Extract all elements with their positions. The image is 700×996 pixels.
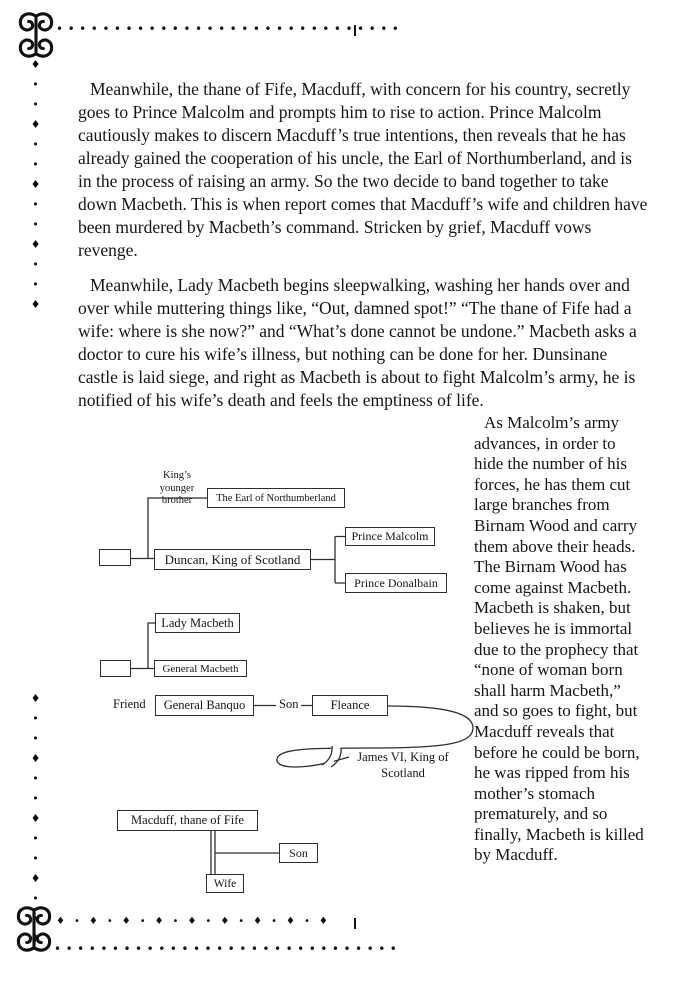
paragraph-birnam-wood: As Malcolm’s army advances, in order to … [474,413,644,865]
tree-box-wife: Wife [206,874,244,893]
tree-box-earl-of-northumberland: The Earl of Northumberland [207,488,345,508]
tree-box-ancestor-empty-2 [100,660,131,677]
bottom-dotted-border: •••••••••••••••••••••••••••••• [54,942,402,956]
corner-ornament-top-icon [18,12,54,58]
tree-box-general-banquo: General Banquo [155,695,254,716]
left-dotted-border-top: ♦••♦••♦••♦••♦ [29,58,42,318]
label-friend: Friend [113,697,146,711]
tree-box-son: Son [279,843,318,863]
tree-box-macduff: Macduff, thane of Fife [117,810,258,831]
tree-box-ancestor-empty-1 [99,549,131,566]
corner-ornament-bottom-icon [16,906,52,952]
top-dotted-border: •••••••••••••••••••••••••••••• [56,22,404,36]
tree-box-lady-macbeth: Lady Macbeth [155,613,240,633]
bottom-border-end-tick [354,918,356,929]
left-dotted-border-bottom: ♦••♦••♦••♦••♦ [29,692,42,952]
paragraph-lady-macbeth-sleepwalking: Meanwhile, Lady Macbeth begins sleepwalk… [78,274,637,410]
bottom-diamond-border: ♦•♦•♦•♦•♦•♦•♦•♦•♦ [56,916,337,927]
tree-box-prince-donalbain: Prince Donalbain [345,573,447,593]
tree-connector-lines [131,497,474,874]
label-james-vi: James VI, King of Scotland [357,750,449,780]
label-son: Son [276,697,302,712]
label-kings-younger-brother: King’s younger brother [159,470,195,506]
family-tree-diagram: King’s younger brother The Earl of North… [55,470,515,930]
tree-box-duncan: Duncan, King of Scotland [154,549,311,570]
tree-box-fleance: Fleance [312,695,388,716]
tree-box-prince-malcolm: Prince Malcolm [345,527,435,546]
paragraph-macduff-revenge: Meanwhile, the thane of Fife, Macduff, w… [78,78,648,260]
top-border-end-tick [354,25,356,36]
tree-box-general-macbeth: General Macbeth [154,660,247,677]
